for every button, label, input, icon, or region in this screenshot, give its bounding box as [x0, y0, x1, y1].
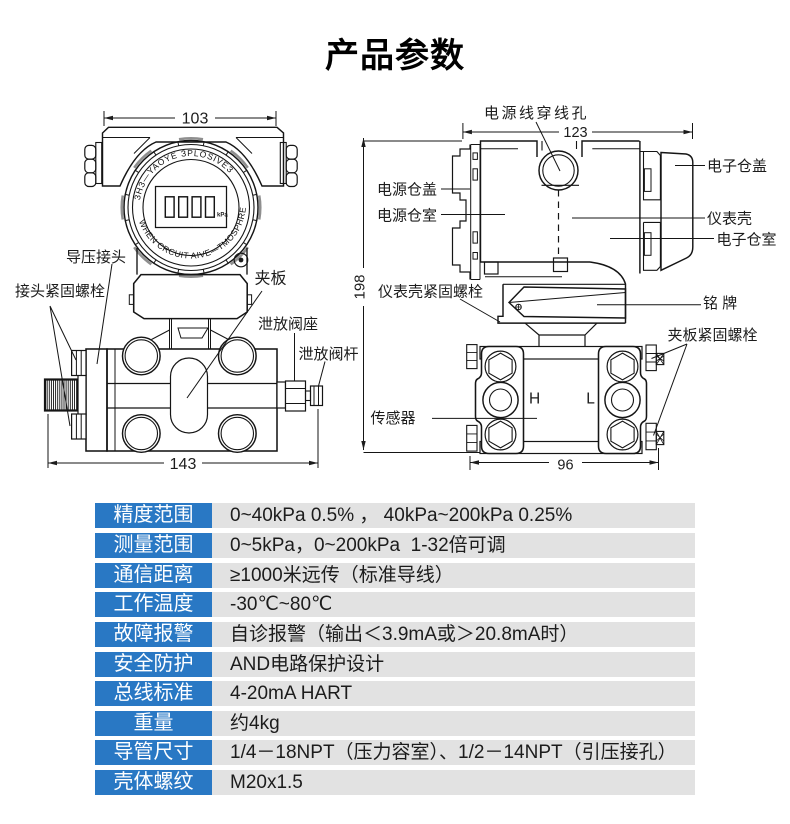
svg-text:电子仓盖: 电子仓盖	[707, 158, 767, 175]
svg-text:H: H	[529, 391, 540, 408]
svg-text:铭 牌: 铭 牌	[703, 295, 737, 312]
svg-text:传感器: 传感器	[371, 410, 416, 427]
svg-text:仪表壳: 仪表壳	[707, 211, 752, 228]
svg-text:夹板紧固螺栓: 夹板紧固螺栓	[668, 326, 758, 344]
svg-text:泄放阀杆: 泄放阀杆	[299, 346, 359, 363]
svg-text:接头紧固螺栓: 接头紧固螺栓	[15, 283, 105, 300]
svg-text:泄放阀座: 泄放阀座	[258, 316, 318, 333]
svg-text:123: 123	[563, 125, 587, 141]
svg-text:导压接头: 导压接头	[66, 249, 126, 266]
svg-text:仪表壳紧固螺栓: 仪表壳紧固螺栓	[378, 284, 483, 301]
svg-text:夹板: 夹板	[255, 270, 287, 288]
svg-text:电源仓室: 电源仓室	[377, 208, 437, 225]
svg-text:电源仓盖: 电源仓盖	[377, 182, 437, 199]
svg-text:电子仓室: 电子仓室	[717, 232, 777, 249]
svg-text:L: L	[586, 391, 595, 408]
svg-text:143: 143	[170, 456, 197, 473]
svg-text:103: 103	[182, 111, 209, 128]
svg-text:96: 96	[557, 458, 573, 474]
svg-text:电源线穿线孔: 电源线穿线孔	[484, 105, 589, 122]
svg-text:198: 198	[352, 274, 369, 299]
svg-text:kPa: kPa	[217, 213, 228, 219]
